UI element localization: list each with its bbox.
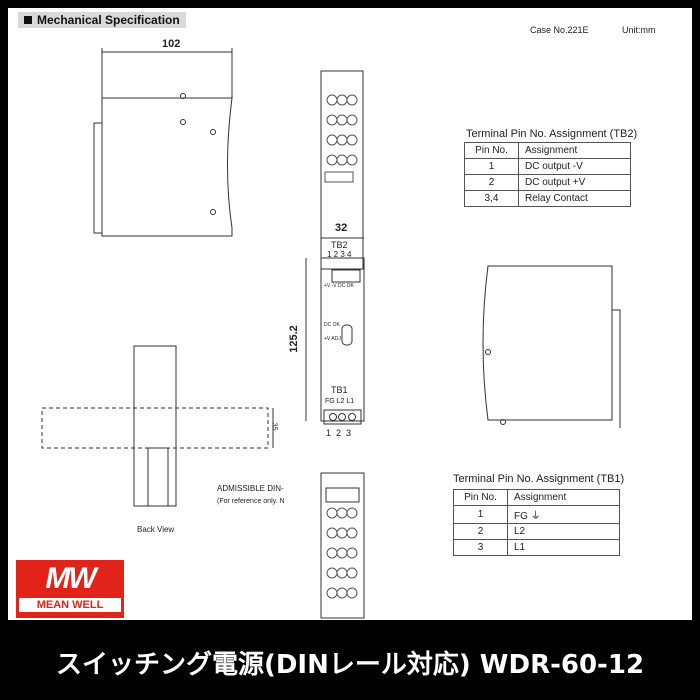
vent-holes (324, 94, 358, 183)
drawing-lines (41, 48, 621, 619)
tb2-pins: 1 2 3 4 (327, 250, 352, 259)
tb1-label: TB1 (331, 385, 348, 395)
din-note: (For reference only. N (217, 498, 285, 505)
tb2-label: TB2 (331, 240, 348, 250)
tb1-table-title: Terminal Pin No. Assignment (TB1) (453, 473, 625, 485)
din-title: ADMISSIBLE DIN- (217, 484, 284, 493)
side-view-top (101, 97, 233, 237)
back-view (133, 345, 177, 507)
front-view (320, 257, 365, 422)
section-header: Mechanical Specification (18, 12, 186, 28)
mechanical-drawing: Mechanical Specification Case No.221E Un… (8, 8, 692, 620)
tb2-labels: +V -V DC OK (324, 283, 354, 289)
dim-height: 125.2 (287, 325, 300, 353)
square-icon (24, 16, 32, 24)
product-banner: スイッチング電源(DINレール対応) WDR-60-12 (0, 625, 700, 700)
dim-rail: 35 (270, 422, 278, 431)
bottom-view (320, 472, 365, 619)
logo-mark: MW (45, 562, 96, 595)
din-rail (41, 407, 269, 449)
section-title: Mechanical Specification (37, 13, 180, 27)
tb1-labels: FG L2 L1 (325, 398, 355, 405)
logo-name: MEAN WELL (19, 598, 121, 612)
mean-well-logo: MW MEAN WELL (14, 558, 126, 620)
table-header: Pin No.Assignment (464, 142, 631, 159)
dim-depth: 32 (335, 222, 348, 234)
adj-label: +V ADJ (324, 336, 341, 342)
product-title: スイッチング電源(DINレール対応) WDR-60-12 (55, 650, 645, 680)
case-number: Case No.221E (530, 25, 589, 35)
unit: Unit:mm (622, 25, 656, 35)
led-label: DC OK (324, 322, 340, 328)
back-view-label: Back View (137, 525, 175, 534)
side-view-right (482, 265, 613, 421)
tb1-pins: 1 2 3 (326, 428, 352, 438)
dim-width: 102 (162, 38, 181, 50)
table-header: Pin No.Assignment (453, 489, 620, 506)
top-view (320, 70, 364, 270)
tb2-table-title: Terminal Pin No. Assignment (TB2) (466, 128, 638, 140)
